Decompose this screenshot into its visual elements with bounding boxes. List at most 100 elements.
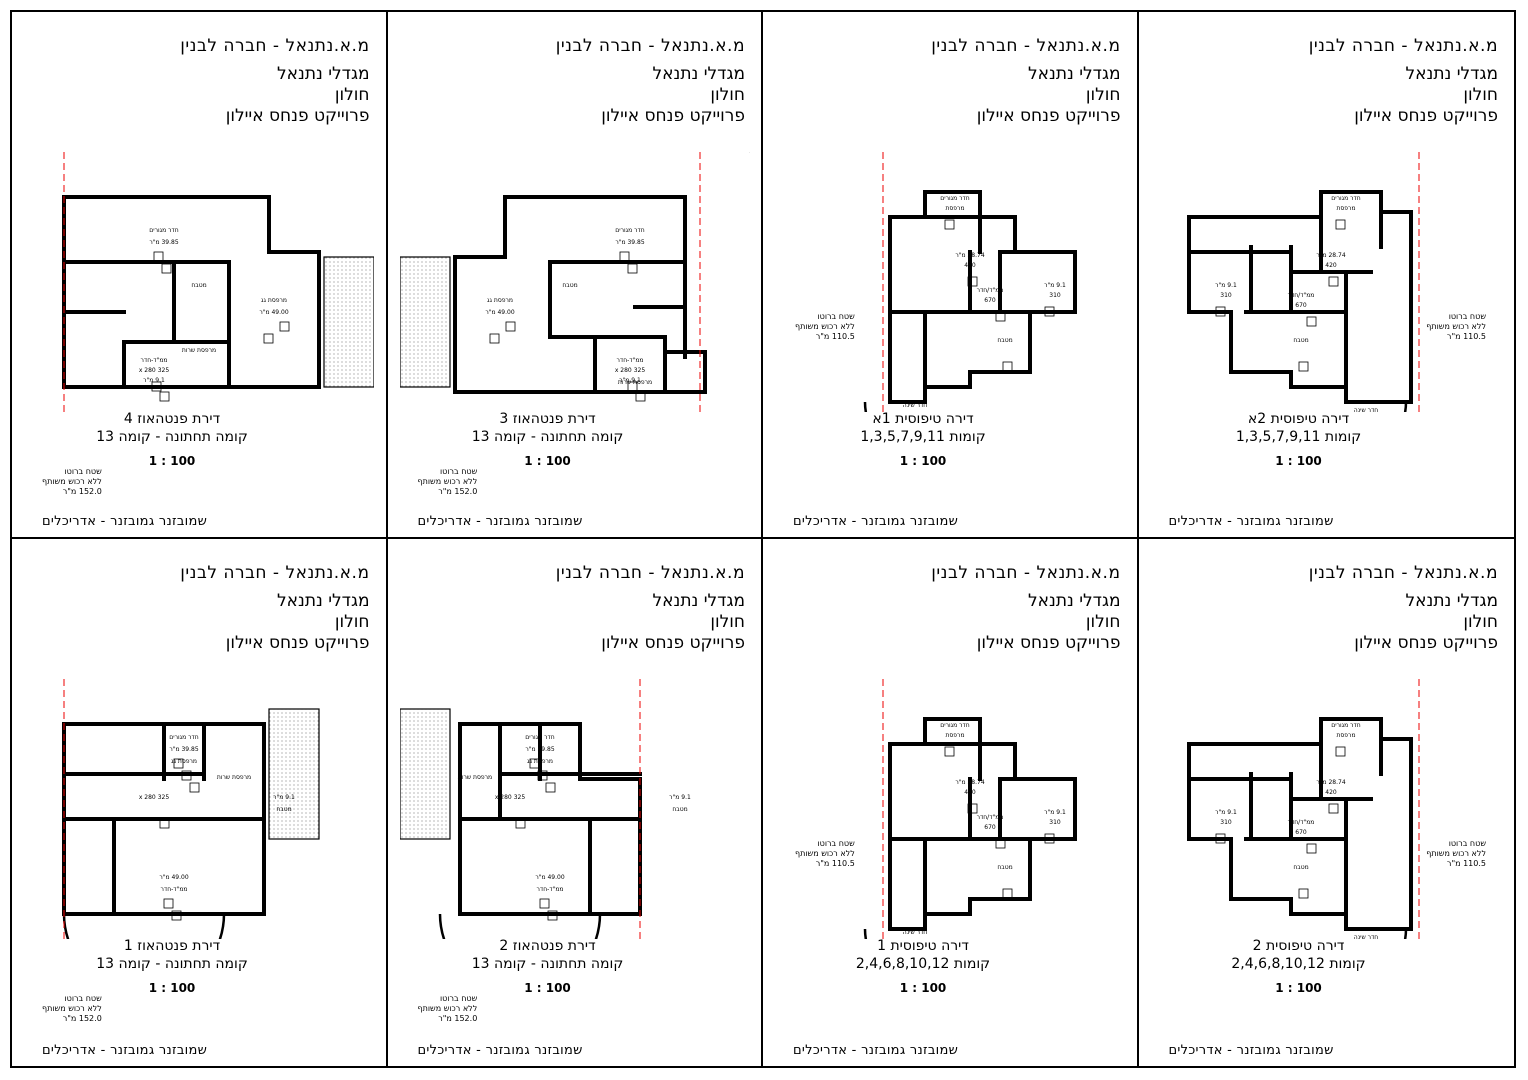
area-line: 110.5 מ"ר — [1446, 859, 1486, 868]
architect-footer: שמובזנר גמובזנר - אדריכלים — [417, 1043, 583, 1058]
room-label: 325 x 280 — [614, 367, 644, 374]
room-label: 310 — [1220, 292, 1232, 299]
furniture-symbol — [635, 391, 645, 402]
room-label: מרפסת — [945, 732, 964, 739]
room-label: חדר שינה — [903, 402, 927, 409]
project-line: פרוייקט פנחס איילון — [1354, 633, 1498, 653]
area-line: 110.5 מ"ר — [815, 859, 855, 868]
furniture-symbol — [547, 910, 557, 921]
area-line: ללא רכוש משותף — [795, 849, 855, 858]
room-label: 28.74 מ"ר — [955, 779, 985, 786]
room-label: מרפסת שרות — [182, 347, 216, 354]
scale-label: 1 : 100 — [1275, 981, 1322, 995]
furniture-symbol — [515, 818, 525, 829]
area-line: שטח ברוטו — [817, 839, 855, 848]
furniture-symbol — [529, 758, 539, 769]
project-line: חולון — [710, 612, 745, 632]
room-label: 39.85 מ"ר — [169, 746, 199, 753]
furniture-symbol — [159, 818, 170, 829]
furniture-symbol — [153, 251, 164, 262]
room-label: מטבח — [997, 337, 1012, 344]
room-label: 9.1 מ"ר — [619, 377, 641, 384]
project-line: פרוייקט פנחס איילון — [225, 106, 370, 126]
furniture-symbol — [995, 838, 1006, 849]
project-line: מגדלי נתנאל — [652, 591, 745, 611]
company-title: מ.א.נתנאל - חברה לבנין — [555, 563, 745, 583]
area-line: שטח ברוטו — [64, 994, 102, 1003]
furniture-symbol — [1215, 306, 1225, 317]
room-label: 9.1 מ"ר — [1215, 282, 1237, 289]
company-title: מ.א.נתנאל - חברה לבנין — [931, 36, 1121, 56]
furniture-symbol — [173, 758, 184, 769]
furniture-symbol — [539, 898, 549, 909]
apartment-floors: קומה תחתונה - קומה 13 — [96, 956, 248, 972]
room-label: מטבח — [1293, 337, 1308, 344]
apartment-floors: קומות 2,4,6,8,10,12 — [1231, 956, 1366, 972]
furniture-symbol — [1002, 361, 1013, 372]
scale-label: 1 : 100 — [148, 454, 196, 468]
furniture-symbol — [163, 898, 174, 909]
room-label: 670 — [984, 824, 996, 831]
furniture-symbol — [627, 263, 637, 274]
room-label: 420 — [1325, 789, 1337, 796]
apartment-floors: קומות 1,3,5,7,9,11 — [1235, 429, 1362, 445]
company-title: מ.א.נתנאל - חברה לבנין — [180, 36, 370, 56]
room-label: ממ"ד-חדר — [616, 357, 643, 364]
apartment-floors: קומות 2,4,6,8,10,12 — [855, 956, 991, 972]
room-label: מטבח — [562, 282, 577, 289]
room-label: 310 — [1049, 292, 1061, 299]
room-label: 310 — [1049, 819, 1061, 826]
room-label: 28.74 מ"ר — [1316, 779, 1346, 786]
room-label: 28.74 מ"ר — [1316, 252, 1346, 259]
project-line: חולון — [710, 85, 745, 105]
furniture-symbol — [171, 910, 182, 921]
furniture-symbol — [944, 219, 955, 230]
architect-footer: שמובזנר גמובזנר - אדריכלים — [1168, 1043, 1334, 1058]
furniture-symbol — [181, 770, 192, 781]
furniture-symbol — [1328, 276, 1338, 287]
furniture-symbol — [1328, 803, 1338, 814]
area-line: ללא רכוש משותף — [1426, 849, 1486, 858]
apartment-floors: קומות 1,3,5,7,9,11 — [860, 429, 986, 445]
project-line: חולון — [334, 612, 370, 632]
company-title: מ.א.נתנאל - חברה לבנין — [931, 563, 1121, 583]
project-line: חולון — [1085, 612, 1121, 632]
architect-footer: שמובזנר גמובזנר - אדריכלים — [42, 514, 208, 529]
room-label: חדר מגורים — [615, 227, 644, 234]
room-label: 325 x 280 — [494, 794, 524, 801]
furniture-symbol — [1044, 833, 1055, 844]
room-label: חדר מגורים — [940, 195, 969, 202]
room-label: 420 — [964, 789, 976, 796]
furniture-symbol — [627, 381, 637, 392]
furniture-symbol — [1335, 219, 1345, 230]
company-title: מ.א.נתנאל - חברה לבנין — [555, 36, 745, 56]
room-label: חדר שינה — [1353, 407, 1377, 412]
room-label: 49.00 מ"ר — [535, 874, 565, 881]
room-label: מטבח — [1293, 864, 1308, 871]
room-label: מרפסת גג — [171, 758, 197, 765]
furniture-symbol — [995, 311, 1006, 322]
area-line: שטח ברוטו — [1448, 312, 1486, 321]
room-label: ממ"ד/חדר — [977, 287, 1004, 294]
architect-footer: שמובזנר גמובזנר - אדריכלים — [42, 1043, 208, 1058]
furniture-symbol — [1002, 888, 1013, 899]
furniture-symbol — [1306, 843, 1316, 854]
apartment-title: דירת פנטהאוז 4 — [123, 411, 221, 427]
